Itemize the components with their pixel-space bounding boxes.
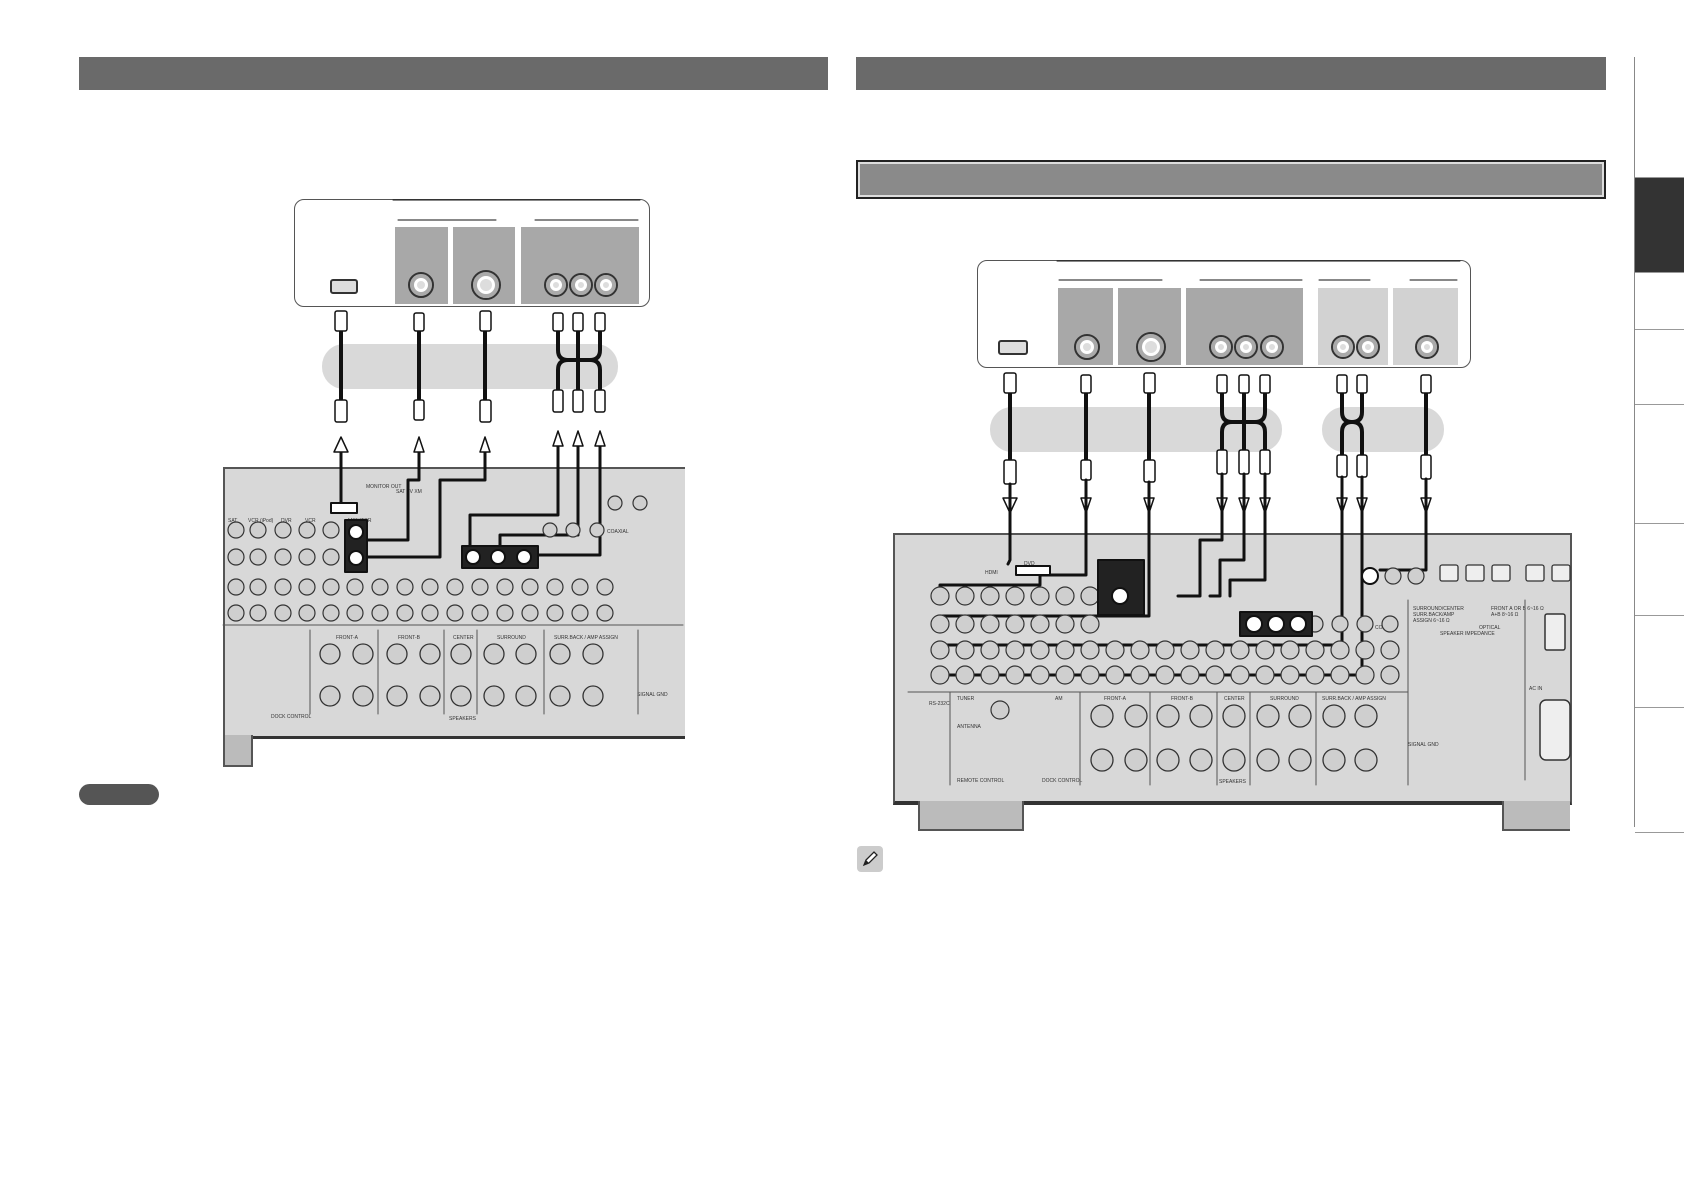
right-label-speakers: SPEAKERS (1219, 779, 1246, 785)
right-label-remote-control: REMOTE CONTROL (957, 778, 1005, 784)
right-label-front-impedance: FRONT A OR B 6~16 Ω A+B 8~16 Ω (1491, 606, 1544, 618)
right-audio-jack-l (1331, 335, 1355, 359)
chapter-tab-strip (1634, 57, 1684, 833)
right-label-hdmi: HDMI (985, 570, 998, 576)
chapter-tab-1[interactable] (1635, 57, 1684, 178)
left-label-vcr-ipod: VCR (iPod) (248, 518, 274, 524)
right-highlighted-jacks (1015, 559, 1379, 637)
right-cables (1008, 390, 1428, 462)
right-label-tuner: TUNER (957, 696, 975, 702)
right-label-rs232c: RS-232C (929, 701, 950, 707)
left-component-jack-y (544, 273, 568, 297)
right-label-antenna: ANTENNA (957, 724, 981, 730)
left-label-dvr: DVR (281, 518, 292, 524)
left-routing-lines (339, 438, 602, 559)
right-video-jack (1074, 334, 1100, 360)
left-component-jack-pr (594, 273, 618, 297)
right-label-signal-gnd: SIGNAL GND (1408, 742, 1439, 748)
right-component-jack-y (1209, 335, 1233, 359)
right-receiver-jacks (930, 567, 1425, 720)
right-component-jack-pr (1260, 335, 1284, 359)
right-svideo-jack (1136, 332, 1166, 362)
pencil-glyph (862, 851, 878, 867)
left-label-monitor-out: MONITOR OUT (366, 484, 402, 490)
left-label-center: CENTER (453, 635, 474, 641)
left-svideo-jack (471, 270, 501, 300)
left-label-sat: SAT (228, 518, 238, 524)
left-label-vcr: VCR (305, 518, 316, 524)
left-arrowheads (333, 430, 606, 453)
left-component-cables (556, 328, 602, 402)
left-section-header-bar (79, 57, 828, 90)
right-label-surround-center-impedance: SURROUND/CENTER SURR.BACK/AMP ASSIGN 6~1… (1413, 606, 1464, 624)
right-speaker-terminals (1090, 704, 1378, 772)
left-speaker-dividers (222, 624, 684, 715)
right-subsection-bar (856, 160, 1606, 199)
right-label-dvd: DVD (1024, 561, 1035, 567)
left-receiver-jacks (227, 495, 648, 622)
pencil-icon (857, 846, 883, 872)
right-component-jack-pb (1234, 335, 1258, 359)
chapter-tab-4[interactable] (1635, 330, 1684, 405)
right-bottom-plugs (1003, 449, 1432, 485)
right-top-plugs (1003, 372, 1432, 394)
left-label-front-b: FRONT-B (398, 635, 420, 641)
right-cable-band-video (990, 407, 1282, 452)
right-receiver-foot-right (1502, 801, 1570, 831)
right-label-center: CENTER (1224, 696, 1245, 702)
right-hdmi-port (998, 340, 1028, 355)
chapter-tab-7[interactable] (1635, 616, 1684, 708)
left-label-speakers: SPEAKERS (449, 716, 476, 722)
right-panel-dividers (907, 599, 1526, 786)
right-ac-inlet (1539, 613, 1571, 761)
right-receiver-rear-panel (893, 533, 1572, 805)
chapter-tab-6[interactable] (1635, 524, 1684, 616)
right-label-optical: OPTICAL (1479, 625, 1501, 631)
left-label-signal-gnd: SIGNAL GND (637, 692, 668, 698)
right-coaxial-jack (1415, 335, 1439, 359)
left-label-surround: SURROUND (497, 635, 526, 641)
left-label-coaxial: COAXIAL (607, 529, 629, 535)
left-label-surr-back: SURR.BACK / AMP ASSIGN (554, 635, 618, 641)
right-label-am: AM (1055, 696, 1063, 702)
left-label-dock-control: DOCK CONTROL (271, 714, 312, 720)
chapter-tab-3[interactable] (1635, 273, 1684, 330)
right-optical-ports (1439, 564, 1571, 582)
right-section-header-bar (856, 57, 1606, 90)
chapter-tab-8[interactable] (1635, 708, 1684, 833)
right-label-front-b: FRONT-B (1171, 696, 1193, 702)
right-label-speaker-impedance: SPEAKER IMPEDANCE (1440, 631, 1495, 637)
chapter-tab-5[interactable] (1635, 405, 1684, 524)
right-label-dock-control: DOCK CONTROL (1042, 778, 1083, 784)
left-component-jack-pb (569, 273, 593, 297)
left-cable-band (322, 344, 618, 389)
right-label-surr-back: SURR.BACK / AMP ASSIGN (1322, 696, 1386, 702)
left-video-jack (408, 272, 434, 298)
right-label-ac-in: AC IN (1529, 686, 1543, 692)
right-arrowheads (1002, 497, 1432, 514)
right-receiver-foot-left (918, 801, 1024, 831)
note-pill-icon (79, 784, 159, 805)
left-top-plugs (334, 310, 606, 332)
right-label-surround: SURROUND (1270, 696, 1299, 702)
left-hdmi-port (330, 279, 358, 294)
chapter-tab-2-active[interactable] (1635, 178, 1684, 273)
left-label-front-a: FRONT-A (336, 635, 358, 641)
right-audio-jack-r (1356, 335, 1380, 359)
left-receiver-foot (223, 735, 253, 767)
right-label-front-a: FRONT-A (1104, 696, 1126, 702)
left-bottom-plugs (334, 389, 606, 423)
left-speaker-terminals (319, 643, 604, 707)
left-monitor-out-jacks (330, 502, 539, 573)
